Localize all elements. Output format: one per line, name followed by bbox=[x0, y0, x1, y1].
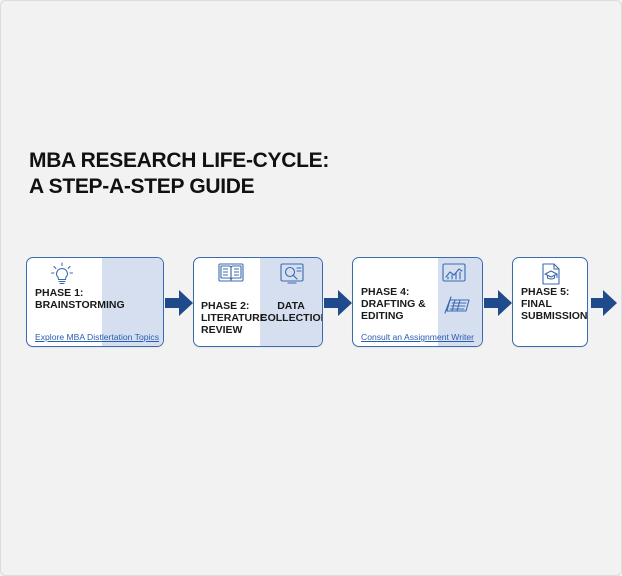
phase-2-number: PHASE 2: bbox=[201, 300, 250, 312]
phase-1-number: PHASE 1: bbox=[35, 287, 84, 299]
phase-5-number: PHASE 5: bbox=[521, 286, 570, 298]
phase-2-shade bbox=[260, 258, 322, 346]
page-title: MBA RESEARCH LIFE-CYCLE: A STEP-A-STEP G… bbox=[29, 148, 329, 200]
phase-4-name-line-2: EDITING bbox=[361, 310, 404, 322]
phase-2-label: PHASE 2: LITERATURE REVIEW bbox=[201, 300, 267, 336]
phase-1-shade bbox=[102, 258, 163, 346]
phase-4-card: PHASE 4: DRAFTING & EDITING Consult an A… bbox=[352, 257, 483, 347]
line-chart-icon bbox=[442, 263, 466, 282]
book-icon bbox=[218, 263, 244, 282]
arrow-4-icon bbox=[591, 290, 617, 316]
phase-4-name-line-1: DRAFTING & bbox=[361, 298, 426, 310]
keyboard-pen-icon bbox=[444, 296, 470, 314]
lightbulb-icon bbox=[51, 262, 73, 285]
phase-5-card: PHASE 5: FINAL SUBMISSION bbox=[512, 257, 588, 347]
magnifier-chart-icon bbox=[280, 263, 304, 284]
graduation-document-icon bbox=[542, 263, 560, 285]
phase-4-number: PHASE 4: bbox=[361, 286, 410, 298]
arrow-2-icon bbox=[324, 290, 352, 316]
data-collection-line-2: COLLECTION bbox=[260, 312, 323, 324]
data-collection-label: DATA COLLECTION bbox=[260, 300, 322, 324]
phase-2-card: PHASE 2: LITERATURE REVIEW DATA COLLECTI… bbox=[193, 257, 323, 347]
phase-2-name-line-1: LITERATURE bbox=[201, 312, 267, 324]
phase-1-card: PHASE 1: BRAINSTORMING Explore MBA Distl… bbox=[26, 257, 164, 347]
phase-5-name-line-1: FINAL bbox=[521, 298, 552, 310]
title-line-2: A STEP-A-STEP GUIDE bbox=[29, 175, 255, 198]
phase-1-label: PHASE 1: BRAINSTORMING bbox=[35, 287, 125, 311]
data-collection-line-1: DATA bbox=[277, 300, 305, 312]
phase-5-label: PHASE 5: FINAL SUBMISSION bbox=[521, 286, 588, 322]
phase-5-name-line-2: SUBMISSION bbox=[521, 310, 588, 322]
phase-2-name-line-2: REVIEW bbox=[201, 324, 243, 336]
phase-1-name: BRAINSTORMING bbox=[35, 299, 125, 311]
phase-4-label: PHASE 4: DRAFTING & EDITING bbox=[361, 286, 426, 322]
consult-writer-link[interactable]: Consult an Assignment Writer bbox=[361, 332, 475, 342]
title-line-1: MBA RESEARCH LIFE-CYCLE: bbox=[29, 149, 330, 172]
arrow-1-icon bbox=[165, 290, 193, 316]
arrow-3-icon bbox=[484, 290, 512, 316]
explore-topics-link[interactable]: Explore MBA Distlertation Topics bbox=[35, 332, 160, 342]
